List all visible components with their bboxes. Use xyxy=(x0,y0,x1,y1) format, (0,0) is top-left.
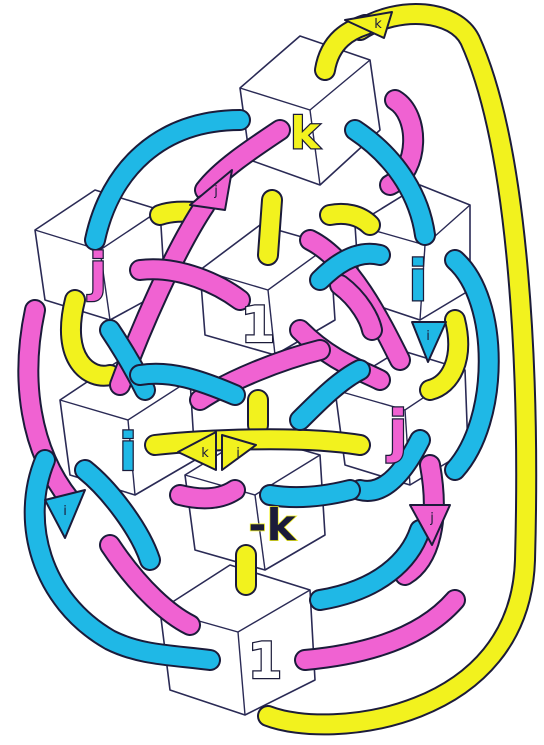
arrow-top-k-label: k xyxy=(374,17,382,32)
node-one-center: 1 xyxy=(241,296,276,354)
arrow-right-j-label: j xyxy=(429,511,434,526)
tube-k-horizontal xyxy=(155,439,360,445)
arrow-left-i-label: i xyxy=(63,504,67,519)
tube-i-lower-center xyxy=(270,490,350,497)
arrow-right-i-label: i xyxy=(426,329,430,344)
arrow-center-k-label: k xyxy=(201,446,209,461)
node-one-bottom: 1 xyxy=(248,632,283,690)
tube-j-cross-3 xyxy=(180,490,235,498)
arrow-center-j-label: j xyxy=(235,446,240,461)
arrow-top-j-label: j xyxy=(213,184,218,199)
node-k-top: k xyxy=(290,108,321,159)
node-i-right: i xyxy=(408,249,427,314)
node-j-right: j xyxy=(386,399,407,464)
node-neg-k: -k xyxy=(248,500,297,551)
node-i-left: i xyxy=(119,423,137,483)
node-j-left: j xyxy=(87,243,107,303)
tube-k-top-center xyxy=(268,200,272,255)
